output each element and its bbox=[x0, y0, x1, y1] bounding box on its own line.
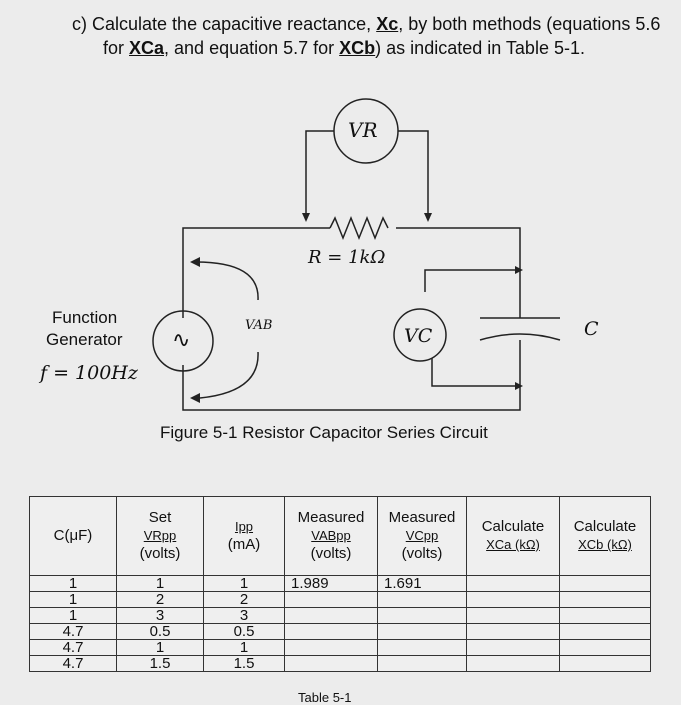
cell-vab[interactable] bbox=[284, 607, 378, 624]
cell-xcb[interactable] bbox=[559, 591, 651, 608]
question-text-b: , by both methods (equations 5.6 bbox=[398, 14, 661, 34]
cell-c: 4.7 bbox=[29, 639, 117, 656]
generator-label-1: Function bbox=[52, 308, 118, 327]
cell-c: 1 bbox=[29, 607, 117, 624]
vc-meter bbox=[393, 308, 447, 362]
question-prefix: c) bbox=[72, 14, 87, 34]
cell-vc[interactable] bbox=[377, 591, 467, 608]
table-row: 1 2 2 bbox=[29, 591, 651, 608]
resistor bbox=[329, 215, 389, 241]
arrowhead bbox=[190, 393, 200, 403]
cell-vr: 0.5 bbox=[116, 623, 204, 640]
cell-xcb[interactable] bbox=[559, 575, 651, 592]
question-text-c: , and equation 5.7 for bbox=[164, 38, 340, 58]
vc-label: VC bbox=[404, 325, 433, 347]
vc-lead-top bbox=[424, 269, 515, 292]
cell-xca[interactable] bbox=[466, 655, 560, 672]
arrowhead bbox=[424, 213, 432, 222]
table-row: 1 1 1 1.989 1.691 bbox=[29, 575, 651, 592]
cell-ipp: 0.5 bbox=[203, 623, 285, 640]
vab-label: VAB bbox=[245, 318, 273, 333]
cell-xca[interactable] bbox=[466, 575, 560, 592]
vr-lead-right bbox=[398, 130, 429, 215]
vr-lead-left bbox=[305, 130, 334, 215]
cell-xcb[interactable] bbox=[559, 623, 651, 640]
function-generator bbox=[152, 310, 214, 372]
arrowhead bbox=[302, 213, 310, 222]
cell-c: 4.7 bbox=[29, 623, 117, 640]
cell-vab[interactable] bbox=[284, 655, 378, 672]
table-row: 1 3 3 bbox=[29, 607, 651, 624]
cell-vab[interactable]: 1.989 bbox=[284, 575, 378, 592]
cell-xca[interactable] bbox=[466, 591, 560, 608]
question-text-d: ) as indicated in Table 5-1. bbox=[375, 38, 585, 58]
arrowhead bbox=[515, 266, 523, 274]
cell-vab[interactable] bbox=[284, 623, 378, 640]
figure-caption: Figure 5-1 Resistor Capacitor Series Cir… bbox=[160, 423, 488, 442]
capacitor-plate-bottom bbox=[479, 333, 561, 341]
wire-top-right bbox=[396, 227, 521, 318]
resistor-label: R = 1kΩ bbox=[308, 247, 386, 268]
cell-vc[interactable] bbox=[377, 639, 467, 656]
wire-top-left bbox=[182, 227, 330, 318]
cell-vr: 1 bbox=[116, 575, 204, 592]
cell-vr: 3 bbox=[116, 607, 204, 624]
question-for: for bbox=[103, 38, 130, 58]
cell-xca[interactable] bbox=[466, 639, 560, 656]
table-label: Table 5-1 bbox=[298, 690, 352, 705]
arrowhead bbox=[515, 382, 523, 390]
frequency-label: f = 100Hz bbox=[40, 362, 138, 384]
cell-ipp: 2 bbox=[203, 591, 285, 608]
cell-ipp: 1 bbox=[203, 639, 285, 656]
capacitor-label: C bbox=[584, 318, 599, 340]
cell-xca[interactable] bbox=[466, 623, 560, 640]
cell-c: 4.7 bbox=[29, 655, 117, 672]
cell-xca[interactable] bbox=[466, 607, 560, 624]
table-row: 4.7 1.5 1.5 bbox=[29, 655, 651, 672]
cell-ipp: 1 bbox=[203, 575, 285, 592]
cell-vr: 1.5 bbox=[116, 655, 204, 672]
table-row: 4.7 0.5 0.5 bbox=[29, 623, 651, 640]
cell-c: 1 bbox=[29, 575, 117, 592]
cell-xcb[interactable] bbox=[559, 655, 651, 672]
xc-symbol: Xc bbox=[376, 14, 399, 34]
cell-ipp: 1.5 bbox=[203, 655, 285, 672]
arrowhead bbox=[190, 257, 200, 267]
table-row: 4.7 1 1 bbox=[29, 639, 651, 656]
cell-vc[interactable] bbox=[377, 623, 467, 640]
cell-xcb[interactable] bbox=[559, 607, 651, 624]
vab-arrow bbox=[195, 261, 259, 399]
cell-vab[interactable] bbox=[284, 591, 378, 608]
cell-vr: 2 bbox=[116, 591, 204, 608]
vc-lead-bottom bbox=[431, 358, 515, 387]
cell-xcb[interactable] bbox=[559, 639, 651, 656]
header-ipp: Ipp(mA) bbox=[203, 496, 285, 576]
vr-label: VR bbox=[348, 118, 378, 142]
cell-vr: 1 bbox=[116, 639, 204, 656]
xcb-symbol: XCb bbox=[339, 38, 376, 58]
cell-vc[interactable]: 1.691 bbox=[377, 575, 467, 592]
cell-vc[interactable] bbox=[377, 607, 467, 624]
cell-vc[interactable] bbox=[377, 655, 467, 672]
question-text-a: Calculate the capacitive reactance, bbox=[92, 14, 377, 34]
source-symbol: ∿ bbox=[172, 327, 191, 352]
cell-ipp: 3 bbox=[203, 607, 285, 624]
wire-bottom bbox=[182, 365, 521, 411]
cell-vab[interactable] bbox=[284, 639, 378, 656]
generator-label-2: Generator bbox=[46, 330, 123, 349]
header-c: C(μF) bbox=[29, 496, 117, 576]
cell-c: 1 bbox=[29, 591, 117, 608]
xca-symbol: XCa bbox=[129, 38, 165, 58]
